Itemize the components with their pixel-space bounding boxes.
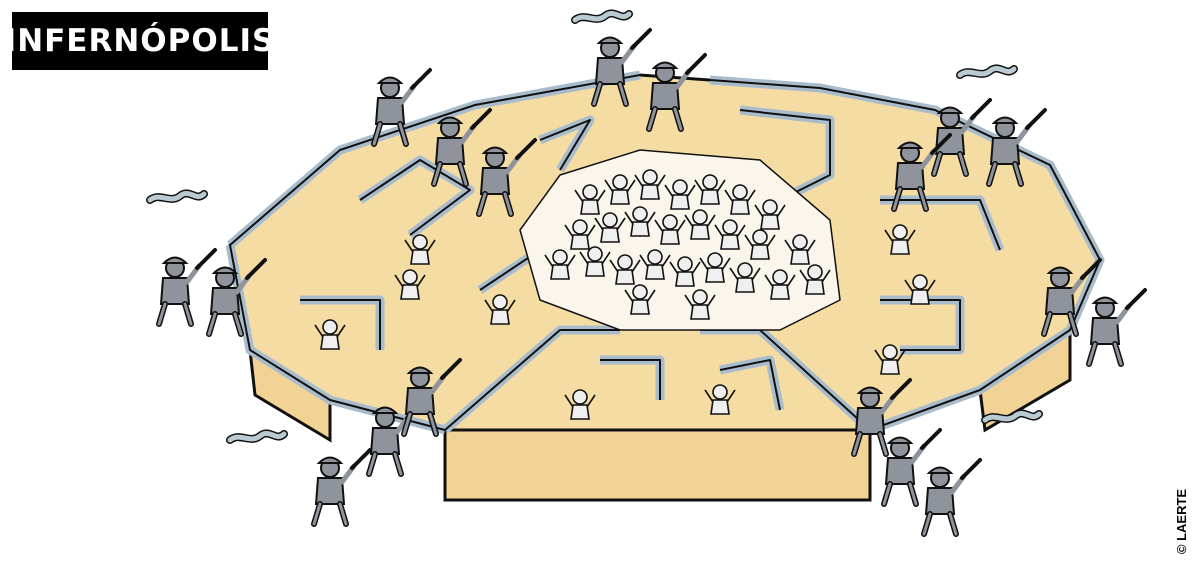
police-officer-icon [314, 450, 370, 524]
maze-center [519, 149, 841, 331]
maze [225, 70, 1105, 502]
police-officer-icon [1089, 290, 1145, 364]
police-officer-icon [159, 250, 215, 324]
comic-title: INFERNÓPOLIS [4, 23, 276, 59]
artist-signature: © LAERTE [1174, 488, 1190, 554]
title-box: INFERNÓPOLIS [5, 12, 274, 70]
police-officer-icon [924, 460, 980, 534]
maze-front-wall [443, 428, 872, 502]
